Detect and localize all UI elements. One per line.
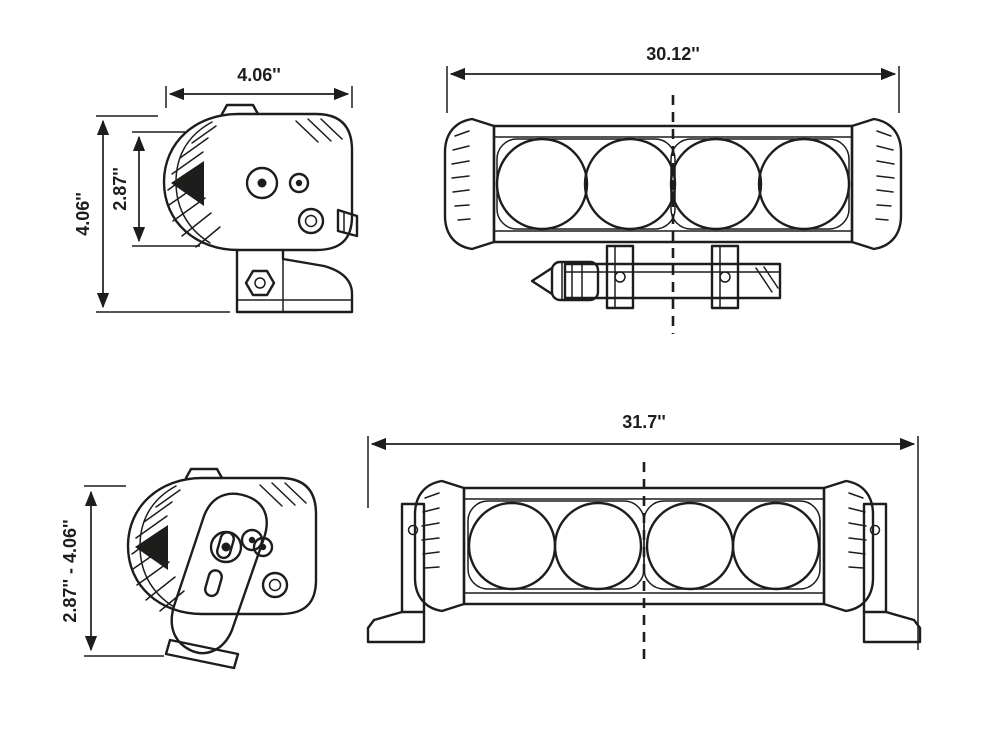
bottom-side-view: 2.87'' - 4.06'' [60, 467, 318, 670]
cable-gland [550, 260, 600, 302]
bottom-front-view: 31.7'' [366, 412, 922, 660]
lens-1 [495, 137, 589, 231]
dim-label-bar-width: 30.12'' [646, 44, 700, 64]
top-side-view: 4.06'' 4.06'' 2.87'' [73, 65, 359, 314]
lens-2 [583, 137, 677, 231]
left-end-cap [443, 117, 496, 251]
dim-bottom-front-width: 31.7'' [367, 412, 919, 650]
dim-label-lamp-height-outer: 4.06'' [73, 192, 93, 236]
dim-top-side-height-outer: 4.06'' [73, 115, 230, 313]
dim-bottom-side-height: 2.87'' - 4.06'' [60, 485, 164, 657]
lens-3 [645, 501, 735, 591]
right-end-cap [822, 479, 875, 613]
lens-4 [757, 137, 851, 231]
lens-1 [467, 501, 557, 591]
lens-4 [731, 501, 821, 591]
lens-2 [553, 501, 643, 591]
cable-gland-tip [530, 266, 554, 296]
lens-3 [669, 137, 763, 231]
right-l-bracket [862, 502, 922, 644]
dim-top-side-height-inner: 2.87'' [110, 131, 200, 247]
dim-top-side-width: 4.06'' [165, 65, 353, 108]
left-end-cap [413, 479, 466, 613]
center-mount-hardware [530, 244, 782, 310]
top-front-view: 30.12'' [443, 44, 903, 334]
dim-label-lamp-width: 4.06'' [237, 65, 281, 85]
dim-label-lamp-height-inner: 2.87'' [110, 167, 130, 211]
dim-label-lamp-height-range: 2.87'' - 4.06'' [60, 519, 80, 622]
left-l-bracket [366, 502, 426, 644]
dim-label-bar-total-width: 31.7'' [622, 412, 666, 432]
dim-top-front-width: 30.12'' [446, 44, 900, 113]
right-end-cap [850, 117, 903, 251]
mounting-bracket-arm [164, 492, 268, 670]
